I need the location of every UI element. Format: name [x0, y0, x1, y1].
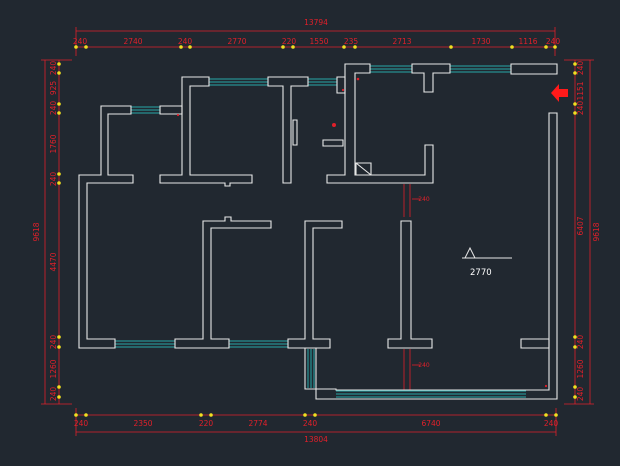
- dim-right-6: 1260: [576, 359, 585, 378]
- dim-left-4: 1760: [49, 134, 58, 153]
- dim-top-1: 240: [73, 37, 88, 46]
- dim-right-1: 240: [576, 61, 585, 76]
- dim-top-total: 13794: [304, 18, 328, 27]
- dim-bottom-7: 240: [544, 419, 559, 428]
- dim-right-5: 240: [576, 335, 585, 350]
- dim-inner-b: 240: [418, 362, 430, 369]
- dim-top-3: 240: [178, 37, 193, 46]
- dim-top-9: 1730: [471, 37, 490, 46]
- dim-bottom-total: 13804: [304, 435, 328, 444]
- dim-bottom-3: 220: [199, 419, 214, 428]
- dim-right-7: 240: [576, 387, 585, 402]
- dim-top-7: 235: [344, 37, 359, 46]
- walls: [78, 63, 558, 400]
- dim-top-4: 2770: [227, 37, 246, 46]
- dim-right-outer: 9618: [592, 222, 601, 241]
- dim-left-5: 240: [49, 172, 58, 187]
- dim-left-3: 240: [49, 101, 58, 116]
- dim-bottom-2: 2350: [133, 419, 152, 428]
- dim-right-4: 6407: [576, 216, 585, 235]
- dim-left-7: 240: [49, 335, 58, 350]
- dimension-ticks: [57, 45, 577, 417]
- dim-left-9: 240: [49, 387, 58, 402]
- dimension-lines: [41, 27, 594, 436]
- small-markers: [176, 77, 548, 388]
- dim-top-10: 1116: [518, 37, 537, 46]
- room-dimension-label: 2770: [470, 268, 492, 278]
- dim-bottom-5: 240: [303, 419, 318, 428]
- dim-bottom-4: 2774: [248, 419, 267, 428]
- dim-bottom-6: 6740: [421, 419, 440, 428]
- dim-top-6: 1550: [309, 37, 328, 46]
- elevation-triangle-icon: [462, 246, 512, 259]
- dim-right-2: 1151: [576, 81, 585, 100]
- windows: [115, 65, 526, 398]
- dim-left-8: 1260: [49, 359, 58, 378]
- dim-bottom-1: 240: [74, 419, 89, 428]
- dim-inner-a: 240: [418, 196, 430, 203]
- dim-top-11: 240: [546, 37, 561, 46]
- dim-top-2: 2740: [123, 37, 142, 46]
- dim-left-outer: 9618: [32, 222, 41, 241]
- dim-top-5: 220: [282, 37, 297, 46]
- dim-right-3: 240: [576, 101, 585, 116]
- dim-left-6: 4470: [49, 252, 58, 271]
- dim-top-8: 2713: [392, 37, 411, 46]
- dim-left-2: 925: [49, 81, 58, 96]
- arrow-left-icon: [551, 84, 568, 102]
- dim-left-1: 240: [49, 61, 58, 76]
